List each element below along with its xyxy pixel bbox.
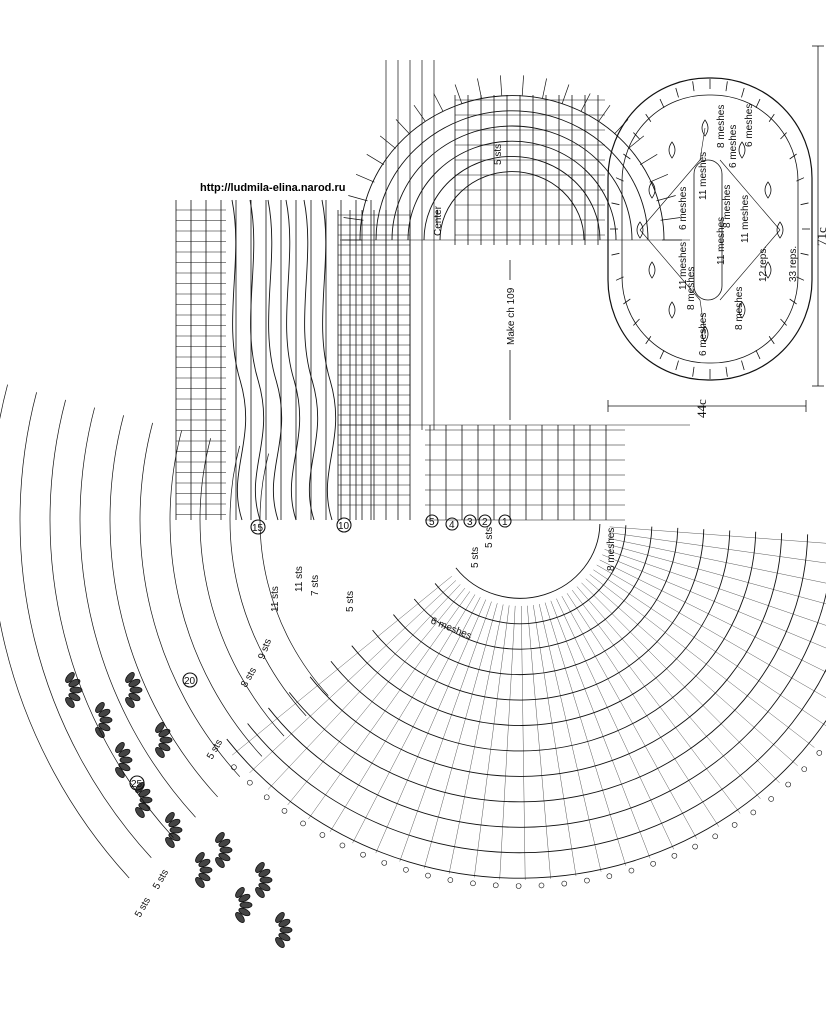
fan-rows (226, 523, 826, 889)
svg-text:2: 2 (482, 517, 488, 528)
row-marker-4: 4 (445, 517, 459, 531)
chain-label: Make ch 109 (506, 287, 517, 345)
oval-schematic (607, 45, 824, 412)
stitch-label: 7 sts (310, 575, 321, 596)
row-marker-25: 25 (129, 775, 145, 791)
stitch-label: 5 sts (484, 527, 495, 548)
row-marker-2: 2 (478, 514, 492, 528)
top-arch-rows (340, 75, 690, 426)
stitch-label: 11 sts (270, 586, 281, 612)
schematic-mesh-label: 6 meshes (678, 187, 689, 230)
schematic-mesh-label: 8 meshes (734, 287, 745, 330)
row-marker-15: 15 (250, 519, 266, 535)
schematic-mesh-label: 6 meshes (728, 125, 739, 168)
svg-text:3: 3 (467, 517, 473, 528)
schematic-mesh-label: 11 meshes (698, 152, 709, 200)
row-marker-3: 3 (463, 514, 477, 528)
schematic-mesh-label: 8 meshes (716, 105, 727, 148)
length-dimension: 71c (814, 227, 826, 246)
stitch-label: 5 sts (470, 547, 481, 568)
svg-text:5: 5 (429, 517, 435, 528)
row-marker-1: 1 (498, 514, 512, 528)
svg-text:4: 4 (449, 520, 455, 531)
schematic-mesh-label: 11 meshes (678, 242, 689, 290)
width-dimension: 44c (694, 399, 709, 418)
svg-text:15: 15 (252, 523, 264, 534)
mesh-label: 8 meshes (606, 528, 617, 571)
row-marker-10: 10 (336, 517, 352, 533)
svg-text:10: 10 (338, 521, 350, 532)
schematic-mesh-label: 6 meshes (698, 313, 709, 356)
mesh-label: 6 meshes (429, 616, 473, 642)
svg-text:25: 25 (131, 779, 143, 790)
stitch-label: 5 sts (151, 868, 171, 892)
stitch-label: 8 sts (239, 666, 259, 690)
schematic-mesh-label: 8 meshes (686, 267, 697, 310)
schematic-reps-label: 12 reps. (758, 246, 769, 282)
filet-grid-left (175, 199, 411, 521)
schematic-reps-label: 33 reps. (788, 246, 799, 282)
stitch-label: 5 sts (205, 738, 225, 762)
stitch-label: 9 sts (256, 637, 274, 661)
center-label: Center (433, 205, 444, 236)
row-marker-20: 20 (182, 672, 198, 688)
svg-text:20: 20 (184, 676, 196, 687)
source-url: http://ludmila-elina.narod.ru (200, 182, 345, 194)
schematic-mesh-label: 8 meshes (722, 185, 733, 228)
svg-text:1: 1 (502, 517, 508, 528)
stitch-label: 5 sts (133, 896, 153, 920)
stitch-label: 5 sts (493, 144, 504, 165)
schematic-mesh-label: 11 meshes (716, 217, 727, 265)
shell-motifs (0, 384, 329, 948)
schematic-mesh-label: 11 meshes (740, 195, 751, 243)
schematic-mesh-label: 6 meshes (744, 104, 755, 147)
row-marker-5: 5 (425, 514, 439, 528)
stitch-label: 11 sts (294, 566, 305, 592)
stitch-label: 5 sts (345, 591, 356, 612)
